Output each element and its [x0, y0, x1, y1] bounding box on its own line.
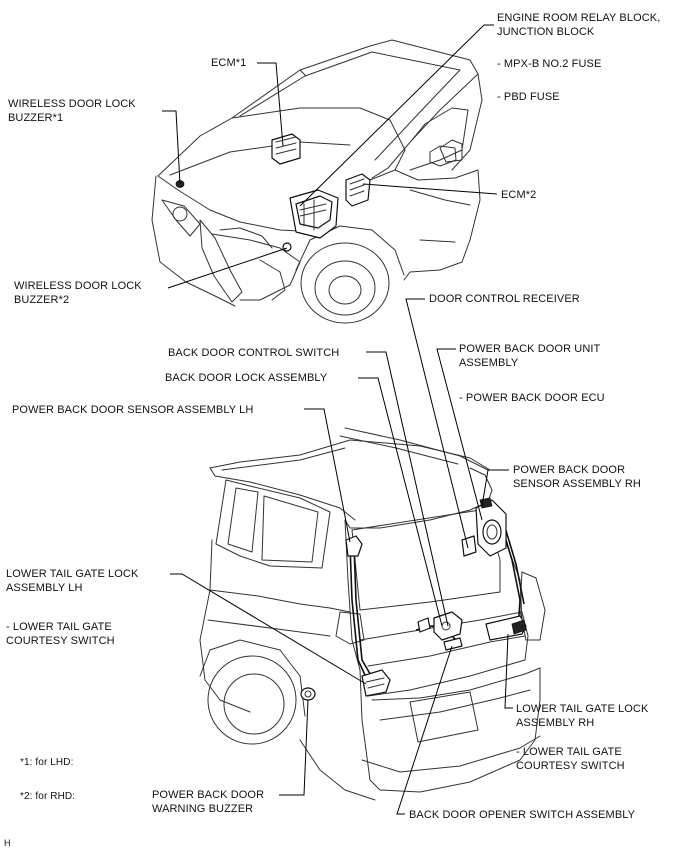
label-back-door-control-switch: BACK DOOR CONTROL SWITCH — [168, 347, 340, 359]
label-sensor-rh: POWER BACK DOOR SENSOR ASSEMBLY RH — [513, 463, 641, 491]
back-door-opener-switch-part — [443, 637, 463, 651]
door-control-receiver-part — [461, 535, 477, 557]
lower-tail-gate-lock-rh-part — [485, 615, 527, 641]
label-courtesy-switch-lh-line2: COURTESY SWITCH — [6, 635, 115, 647]
label-warning-buzzer-line2: WARNING BUZZER — [152, 803, 254, 815]
label-sensor-rh-line1: POWER BACK DOOR — [513, 464, 626, 476]
label-wireless-buzzer1: WIRELESS DOOR LOCK BUZZER*1 — [8, 97, 136, 125]
label-power-back-door-unit-line2: ASSEMBLY — [459, 357, 519, 369]
label-power-back-door-unit: POWER BACK DOOR UNIT ASSEMBLY — [459, 342, 600, 370]
label-pbd-fuse: - PBD FUSE — [497, 91, 560, 103]
label-wireless-buzzer1-line2: BUZZER*1 — [8, 112, 64, 124]
engine-room-relay-block-part — [289, 189, 339, 239]
label-power-back-door-ecu: - POWER BACK DOOR ECU — [459, 392, 605, 404]
sensor-lh-part — [345, 535, 363, 557]
rear-vehicle-illustration — [199, 427, 546, 801]
label-lower-tail-lock-rh-line1: LOWER TAIL GATE LOCK — [516, 703, 649, 715]
label-sensor-lh: POWER BACK DOOR SENSOR ASSEMBLY LH — [12, 404, 254, 416]
label-lower-tail-lock-lh: LOWER TAIL GATE LOCK ASSEMBLY LH — [6, 567, 138, 595]
label-courtesy-switch-lh-line1: - LOWER TAIL GATE — [6, 621, 112, 633]
ecm-rhd-part — [345, 173, 371, 207]
label-warning-buzzer: POWER BACK DOOR WARNING BUZZER — [152, 788, 264, 816]
label-wireless-buzzer1-line1: WIRELESS DOOR LOCK — [8, 98, 136, 110]
label-wireless-buzzer2: WIRELESS DOOR LOCK BUZZER*2 — [14, 279, 142, 307]
front-vehicle-illustration — [151, 39, 483, 324]
label-engine-room-relay-line2: JUNCTION BLOCK — [497, 26, 595, 38]
note-rhd: *2: for RHD: — [20, 791, 76, 802]
label-warning-buzzer-line1: POWER BACK DOOR — [152, 789, 265, 801]
label-ecm1: ECM*1 — [211, 57, 247, 69]
label-sensor-rh-line2: SENSOR ASSEMBLY RH — [513, 478, 641, 490]
label-lower-tail-lock-lh-line2: ASSEMBLY LH — [6, 582, 83, 594]
label-back-door-opener: BACK DOOR OPENER SWITCH ASSEMBLY — [409, 809, 636, 821]
label-courtesy-switch-lh: - LOWER TAIL GATE COURTESY SWITCH — [6, 620, 115, 648]
leader-lines — [162, 24, 513, 815]
label-wireless-buzzer2-line2: BUZZER*2 — [14, 294, 70, 306]
label-engine-room-relay: ENGINE ROOM RELAY BLOCK, JUNCTION BLOCK — [497, 11, 660, 39]
label-ecm2: ECM*2 — [501, 189, 537, 201]
label-courtesy-switch-rh: - LOWER TAIL GATE COURTESY SWITCH — [516, 745, 625, 773]
label-back-door-lock: BACK DOOR LOCK ASSEMBLY — [165, 372, 328, 384]
ecm-lhd-part — [271, 133, 301, 165]
note-lhd: *1: for LHD: — [20, 757, 74, 768]
label-lower-tail-lock-rh: LOWER TAIL GATE LOCK ASSEMBLY RH — [516, 702, 648, 730]
label-lower-tail-lock-rh-line2: ASSEMBLY RH — [516, 717, 595, 729]
label-wireless-buzzer2-line1: WIRELESS DOOR LOCK — [14, 280, 142, 292]
wireless-buzzer-rhd-part — [282, 242, 292, 252]
label-power-back-door-unit-line1: POWER BACK DOOR UNIT — [459, 343, 601, 355]
label-mpxb-fuse: - MPX-B NO.2 FUSE — [497, 58, 602, 70]
power-back-door-unit-part — [475, 497, 507, 557]
label-courtesy-switch-rh-line1: - LOWER TAIL GATE — [516, 746, 622, 758]
label-courtesy-switch-rh-line2: COURTESY SWITCH — [516, 760, 625, 772]
lower-tail-gate-lock-lh-part — [361, 669, 391, 697]
back-door-lock-part — [417, 611, 463, 641]
label-engine-room-relay-line1: ENGINE ROOM RELAY BLOCK, — [497, 12, 661, 24]
label-lower-tail-lock-lh-line1: LOWER TAIL GATE LOCK — [6, 568, 139, 580]
label-door-control-receiver: DOOR CONTROL RECEIVER — [429, 293, 580, 305]
corner-mark: H — [4, 838, 11, 848]
warning-buzzer-part — [300, 687, 316, 701]
